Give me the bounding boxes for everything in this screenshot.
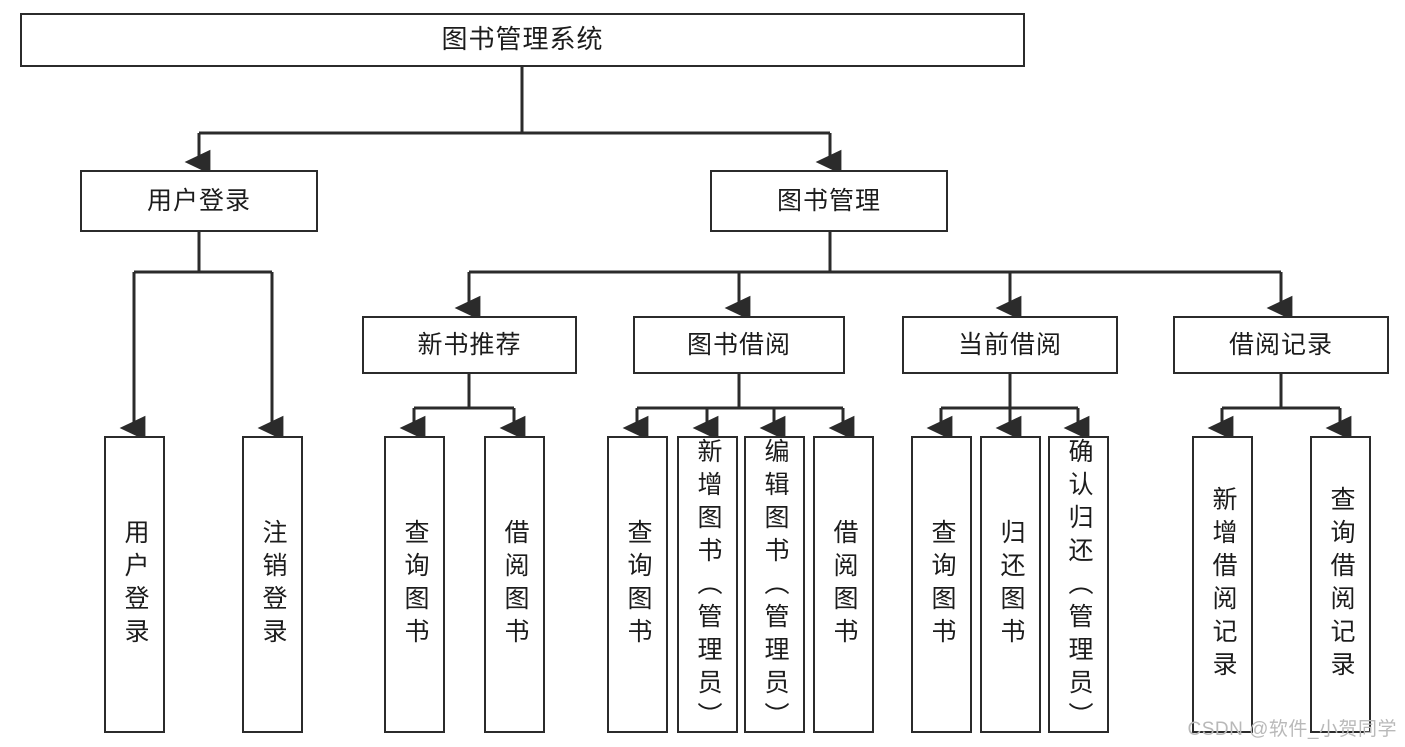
- leaf-new-book-query-label: 查询图书: [401, 518, 429, 651]
- node-book-management[interactable]: 图书管理: [710, 170, 948, 232]
- leaf-book-borrow-borrow-label: 借阅图书: [830, 518, 858, 651]
- node-book-management-label: 图书管理: [776, 186, 881, 215]
- leaf-borrow-record-query-label: 查询借阅记录: [1327, 485, 1355, 684]
- leaf-current-borrow-return-label: 归还图书: [997, 518, 1025, 651]
- node-new-book-recommend[interactable]: 新书推荐: [362, 316, 577, 374]
- node-current-borrow[interactable]: 当前借阅: [902, 316, 1118, 374]
- leaf-new-book-borrow[interactable]: 借阅图书: [484, 436, 545, 733]
- node-book-borrow-label: 图书借阅: [686, 330, 791, 359]
- leaf-user-login-logout-label: 注销登录: [259, 518, 287, 651]
- leaf-book-borrow-query-label: 查询图书: [624, 518, 652, 651]
- leaf-current-borrow-query-label: 查询图书: [928, 518, 956, 651]
- node-book-borrow[interactable]: 图书借阅: [633, 316, 845, 374]
- leaf-book-borrow-add-label: 新增图书（管理员）: [694, 438, 722, 735]
- node-user-login[interactable]: 用户登录: [80, 170, 318, 232]
- leaf-book-borrow-borrow[interactable]: 借阅图书: [813, 436, 874, 733]
- leaf-borrow-record-query[interactable]: 查询借阅记录: [1310, 436, 1371, 733]
- leaf-current-borrow-confirm-label: 确认归还（管理员）: [1065, 438, 1093, 735]
- leaf-book-borrow-edit-label: 编辑图书（管理员）: [761, 438, 789, 735]
- node-current-borrow-label: 当前借阅: [957, 330, 1062, 359]
- node-root-book-management-system[interactable]: 图书管理系统: [20, 13, 1025, 67]
- node-root-label: 图书管理系统: [441, 24, 604, 55]
- node-borrow-record[interactable]: 借阅记录: [1173, 316, 1389, 374]
- leaf-user-login-logout[interactable]: 注销登录: [242, 436, 303, 733]
- leaf-current-borrow-confirm[interactable]: 确认归还（管理员）: [1048, 436, 1109, 735]
- node-new-book-recommend-label: 新书推荐: [417, 330, 522, 359]
- node-user-login-label: 用户登录: [146, 186, 251, 215]
- leaf-book-borrow-query[interactable]: 查询图书: [607, 436, 668, 733]
- leaf-user-login-login[interactable]: 用户登录: [104, 436, 165, 733]
- leaf-borrow-record-add[interactable]: 新增借阅记录: [1192, 436, 1253, 733]
- leaf-borrow-record-add-label: 新增借阅记录: [1209, 485, 1237, 684]
- leaf-current-borrow-query[interactable]: 查询图书: [911, 436, 972, 733]
- leaf-book-borrow-edit[interactable]: 编辑图书（管理员）: [744, 436, 805, 735]
- node-borrow-record-label: 借阅记录: [1228, 330, 1333, 359]
- leaf-book-borrow-add[interactable]: 新增图书（管理员）: [677, 436, 738, 735]
- leaf-new-book-query[interactable]: 查询图书: [384, 436, 445, 733]
- leaf-user-login-login-label: 用户登录: [121, 518, 149, 651]
- csdn-watermark: CSDN @软件_小贺同学: [1187, 719, 1397, 740]
- leaf-current-borrow-return[interactable]: 归还图书: [980, 436, 1041, 733]
- leaf-new-book-borrow-label: 借阅图书: [501, 518, 529, 651]
